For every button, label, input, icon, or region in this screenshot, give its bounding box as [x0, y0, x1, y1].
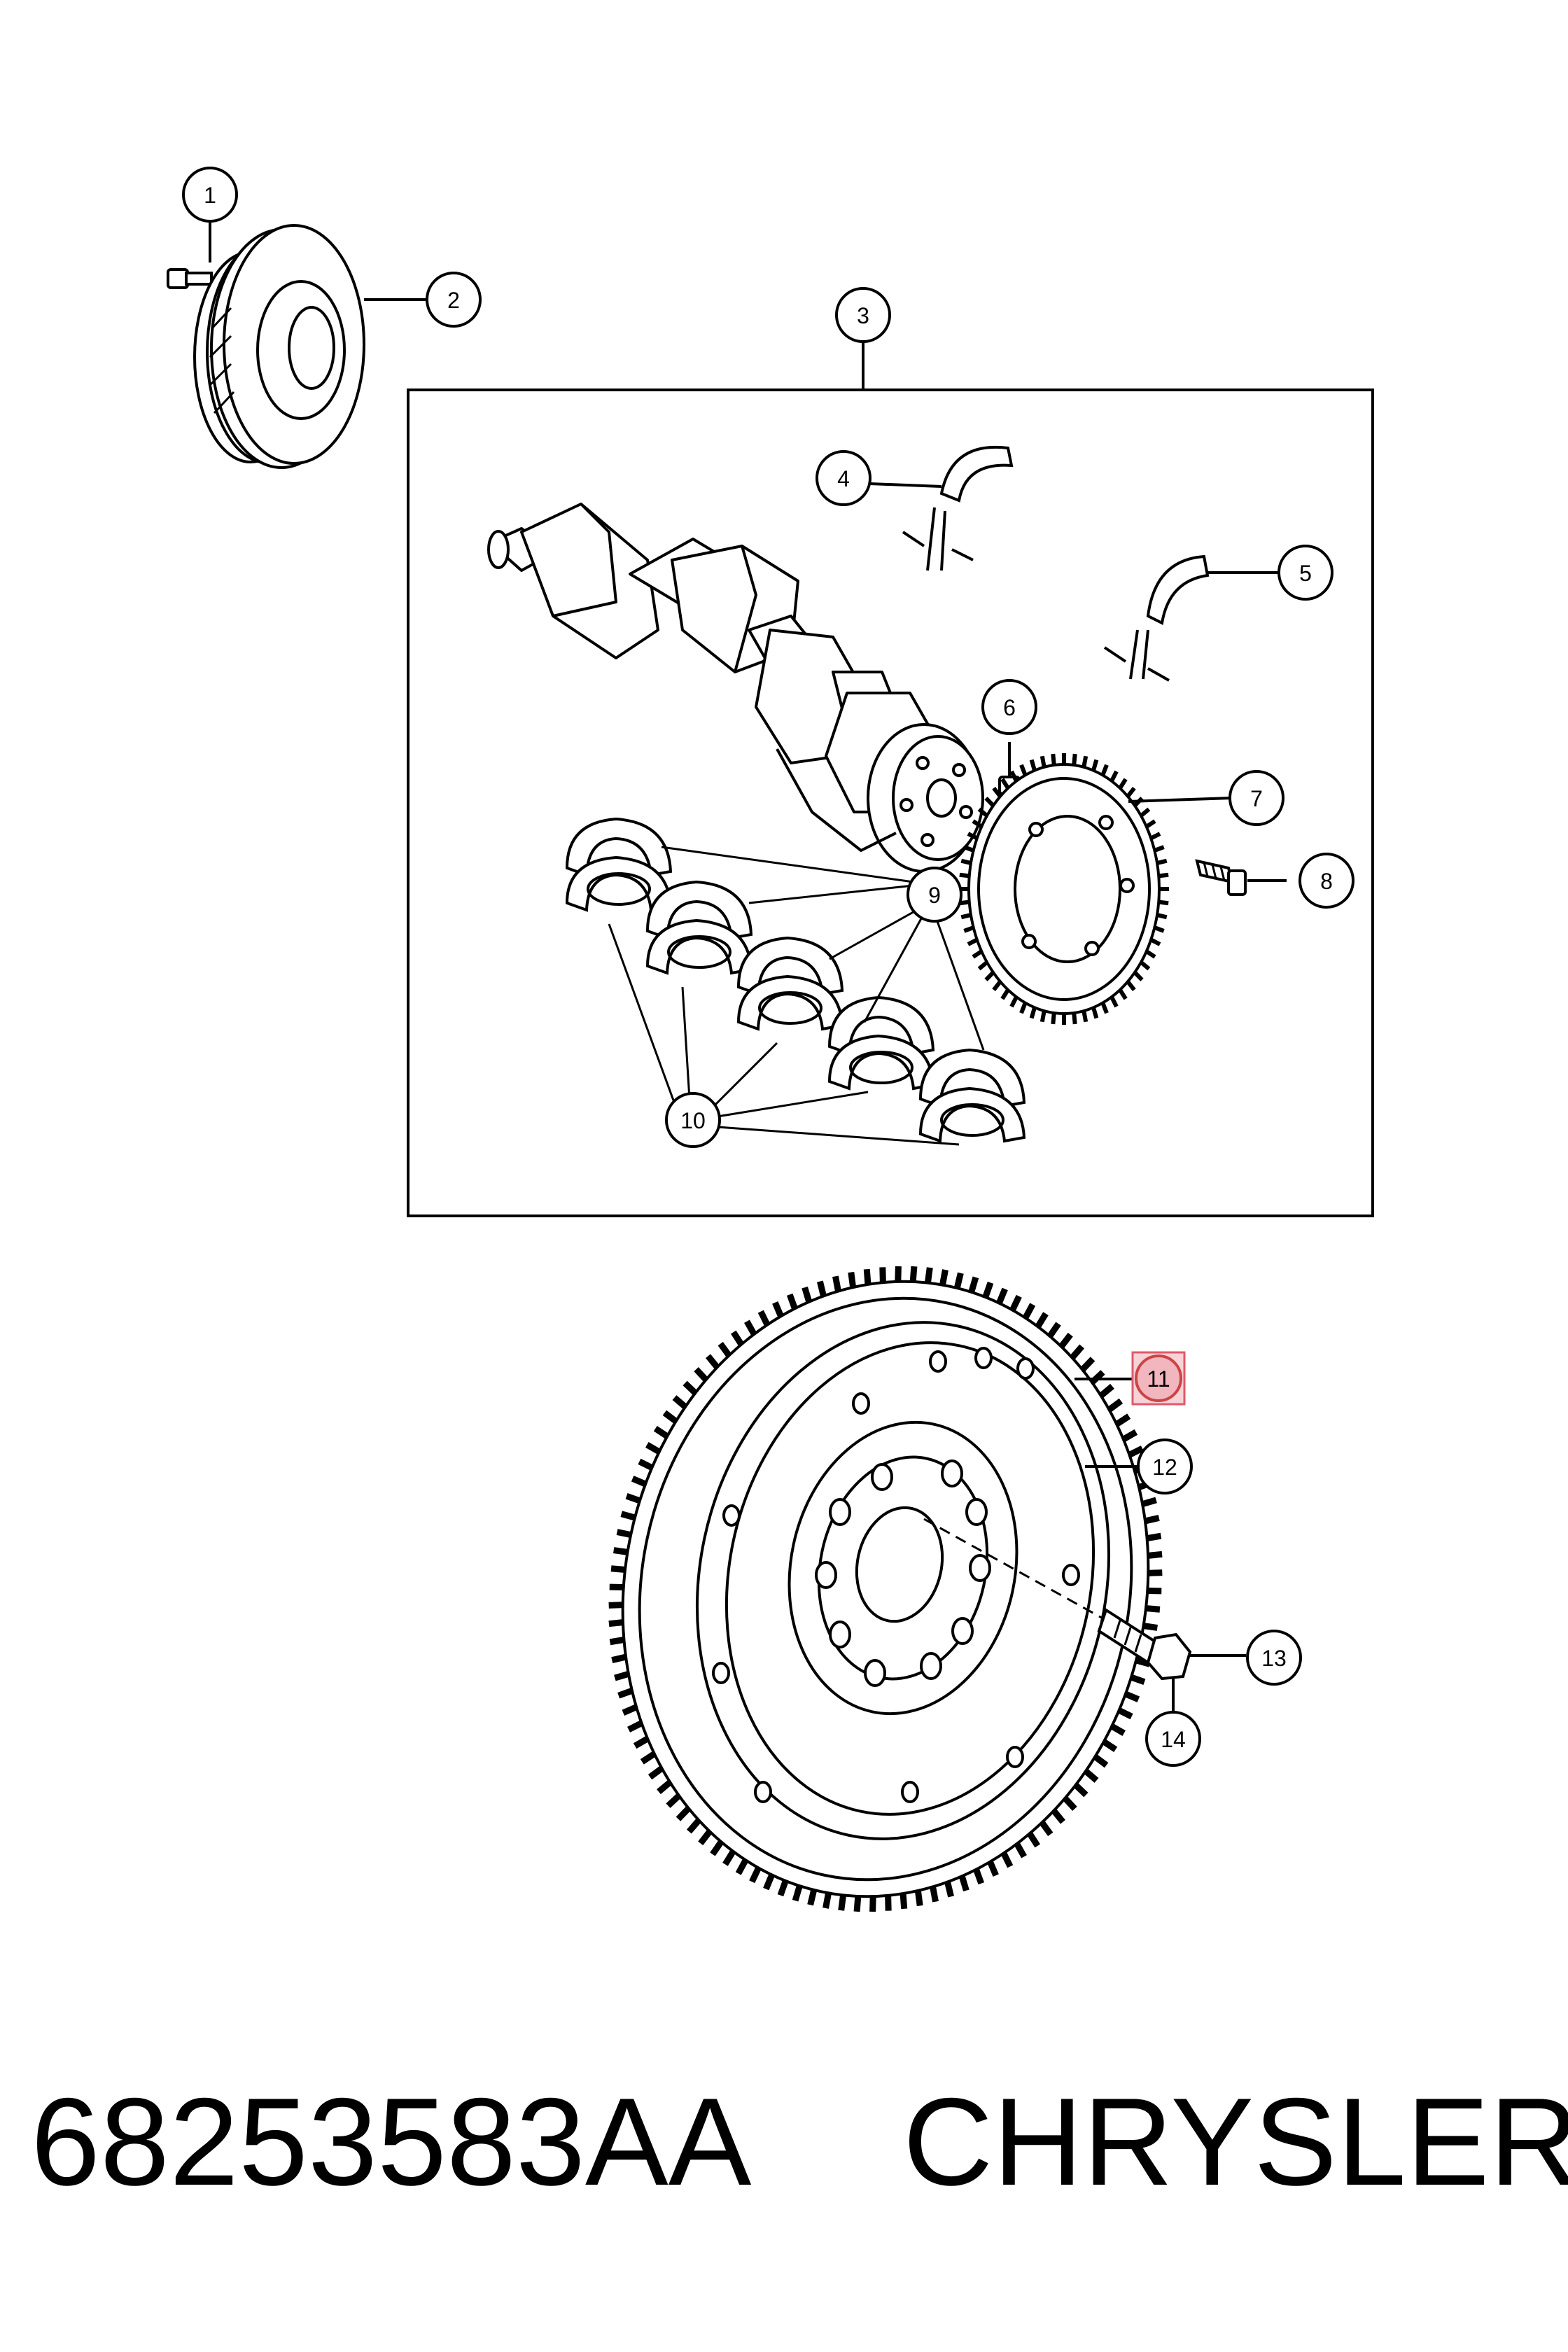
svg-text:7: 7 [1250, 786, 1263, 811]
svg-text:9: 9 [928, 883, 941, 908]
part-13-flywheel-bolt [923, 1518, 1246, 1712]
callout-10[interactable]: 10 [665, 1092, 721, 1148]
svg-text:10: 10 [680, 1108, 706, 1133]
leaders-10 [608, 923, 960, 1146]
svg-text:12: 12 [1152, 1455, 1177, 1480]
leaders-9 [661, 846, 985, 1051]
callout-7[interactable]: 7 [1228, 770, 1284, 826]
callout-4[interactable]: 4 [816, 450, 872, 506]
callout-2[interactable]: 2 [426, 272, 482, 328]
brand-caption: CHRYSLER [903, 2072, 1568, 2211]
svg-text:4: 4 [837, 466, 850, 491]
callout-5[interactable]: 5 [1278, 545, 1334, 601]
callout-9[interactable]: 9 [906, 867, 962, 923]
svg-text:11: 11 [1147, 1366, 1170, 1392]
part-7-tone-wheel [959, 753, 1233, 1025]
part-8-screw [1195, 859, 1287, 896]
svg-text:8: 8 [1320, 869, 1333, 894]
part-number-caption: 68253583AA [31, 2072, 752, 2211]
callout-14[interactable]: 14 [1145, 1711, 1201, 1767]
callout-13[interactable]: 13 [1246, 1630, 1302, 1686]
callout-6[interactable]: 6 [981, 679, 1037, 735]
svg-text:6: 6 [1003, 695, 1016, 720]
main-bearing-shells [565, 817, 1026, 1143]
svg-text:13: 13 [1261, 1646, 1287, 1671]
svg-text:1: 1 [204, 183, 216, 208]
callout-11[interactable]: 11 [1131, 1351, 1186, 1406]
part-4-thrust-washer [852, 445, 1014, 571]
crankshaft-assembly-box [407, 388, 1374, 1217]
svg-text:14: 14 [1161, 1727, 1186, 1752]
part-2-pulley [193, 224, 427, 469]
callout-group: 1 2 3 4 5 6 7 8 [182, 167, 1354, 1767]
crankshaft [487, 503, 984, 873]
callout-1[interactable]: 1 [182, 167, 238, 223]
flywheel [608, 1266, 1163, 1912]
svg-text:2: 2 [447, 288, 460, 313]
part-5-thrust-washer [1103, 554, 1280, 682]
callout-12[interactable]: 12 [1137, 1438, 1193, 1494]
callout-8[interactable]: 8 [1298, 853, 1354, 909]
svg-text:5: 5 [1299, 561, 1312, 586]
callout-3[interactable]: 3 [835, 287, 891, 343]
svg-text:3: 3 [857, 303, 869, 328]
part-1-bolt [167, 223, 213, 289]
